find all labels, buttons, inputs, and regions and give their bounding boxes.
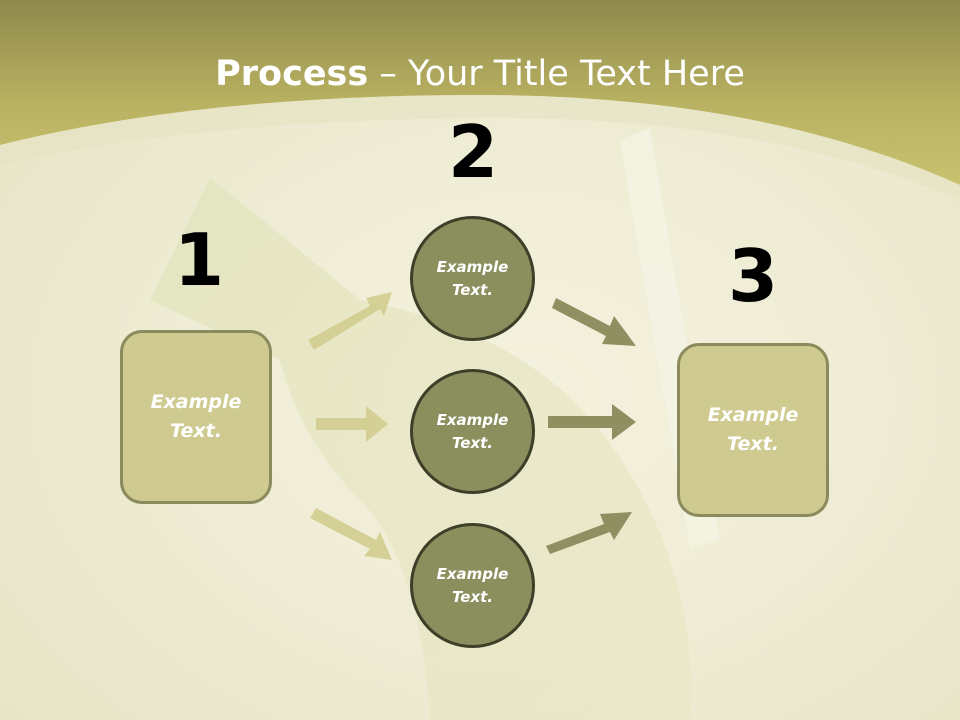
arrow-left-upper [308, 292, 392, 350]
step-number-3: 3 [727, 234, 779, 318]
process-circle-bottom: Example Text. [410, 523, 535, 648]
process-circle-middle: Example Text. [410, 369, 535, 494]
right-box-line2: Text. [727, 433, 779, 455]
slide-title: Process – Your Title Text Here [0, 52, 960, 96]
circle-top-line1: Example [436, 257, 509, 276]
step-number-1: 1 [173, 218, 225, 302]
circle-middle-line1: Example [436, 410, 509, 429]
arrow-right-lower [546, 512, 632, 554]
left-box-line2: Text. [170, 420, 222, 442]
arrow-left-lower [310, 508, 392, 560]
process-circle-top: Example Text. [410, 216, 535, 341]
step-number-2: 2 [447, 110, 499, 194]
arrow-right-middle [548, 404, 636, 440]
right-box-line1: Example [707, 404, 799, 426]
circle-bottom-line2: Text. [451, 587, 493, 606]
header-band [0, 0, 960, 185]
arrow-left-middle [316, 406, 388, 442]
left-process-box: Example Text. [120, 330, 272, 504]
circle-top-line2: Text. [451, 280, 493, 299]
title-rest: – Your Title Text Here [368, 54, 745, 94]
arrow-right-upper [552, 298, 636, 346]
circle-bottom-line1: Example [436, 564, 509, 583]
right-process-box: Example Text. [677, 343, 829, 517]
circle-middle-line2: Text. [451, 433, 493, 452]
left-box-line1: Example [150, 391, 242, 413]
header-highlight [0, 95, 960, 200]
title-bold: Process [215, 54, 369, 94]
